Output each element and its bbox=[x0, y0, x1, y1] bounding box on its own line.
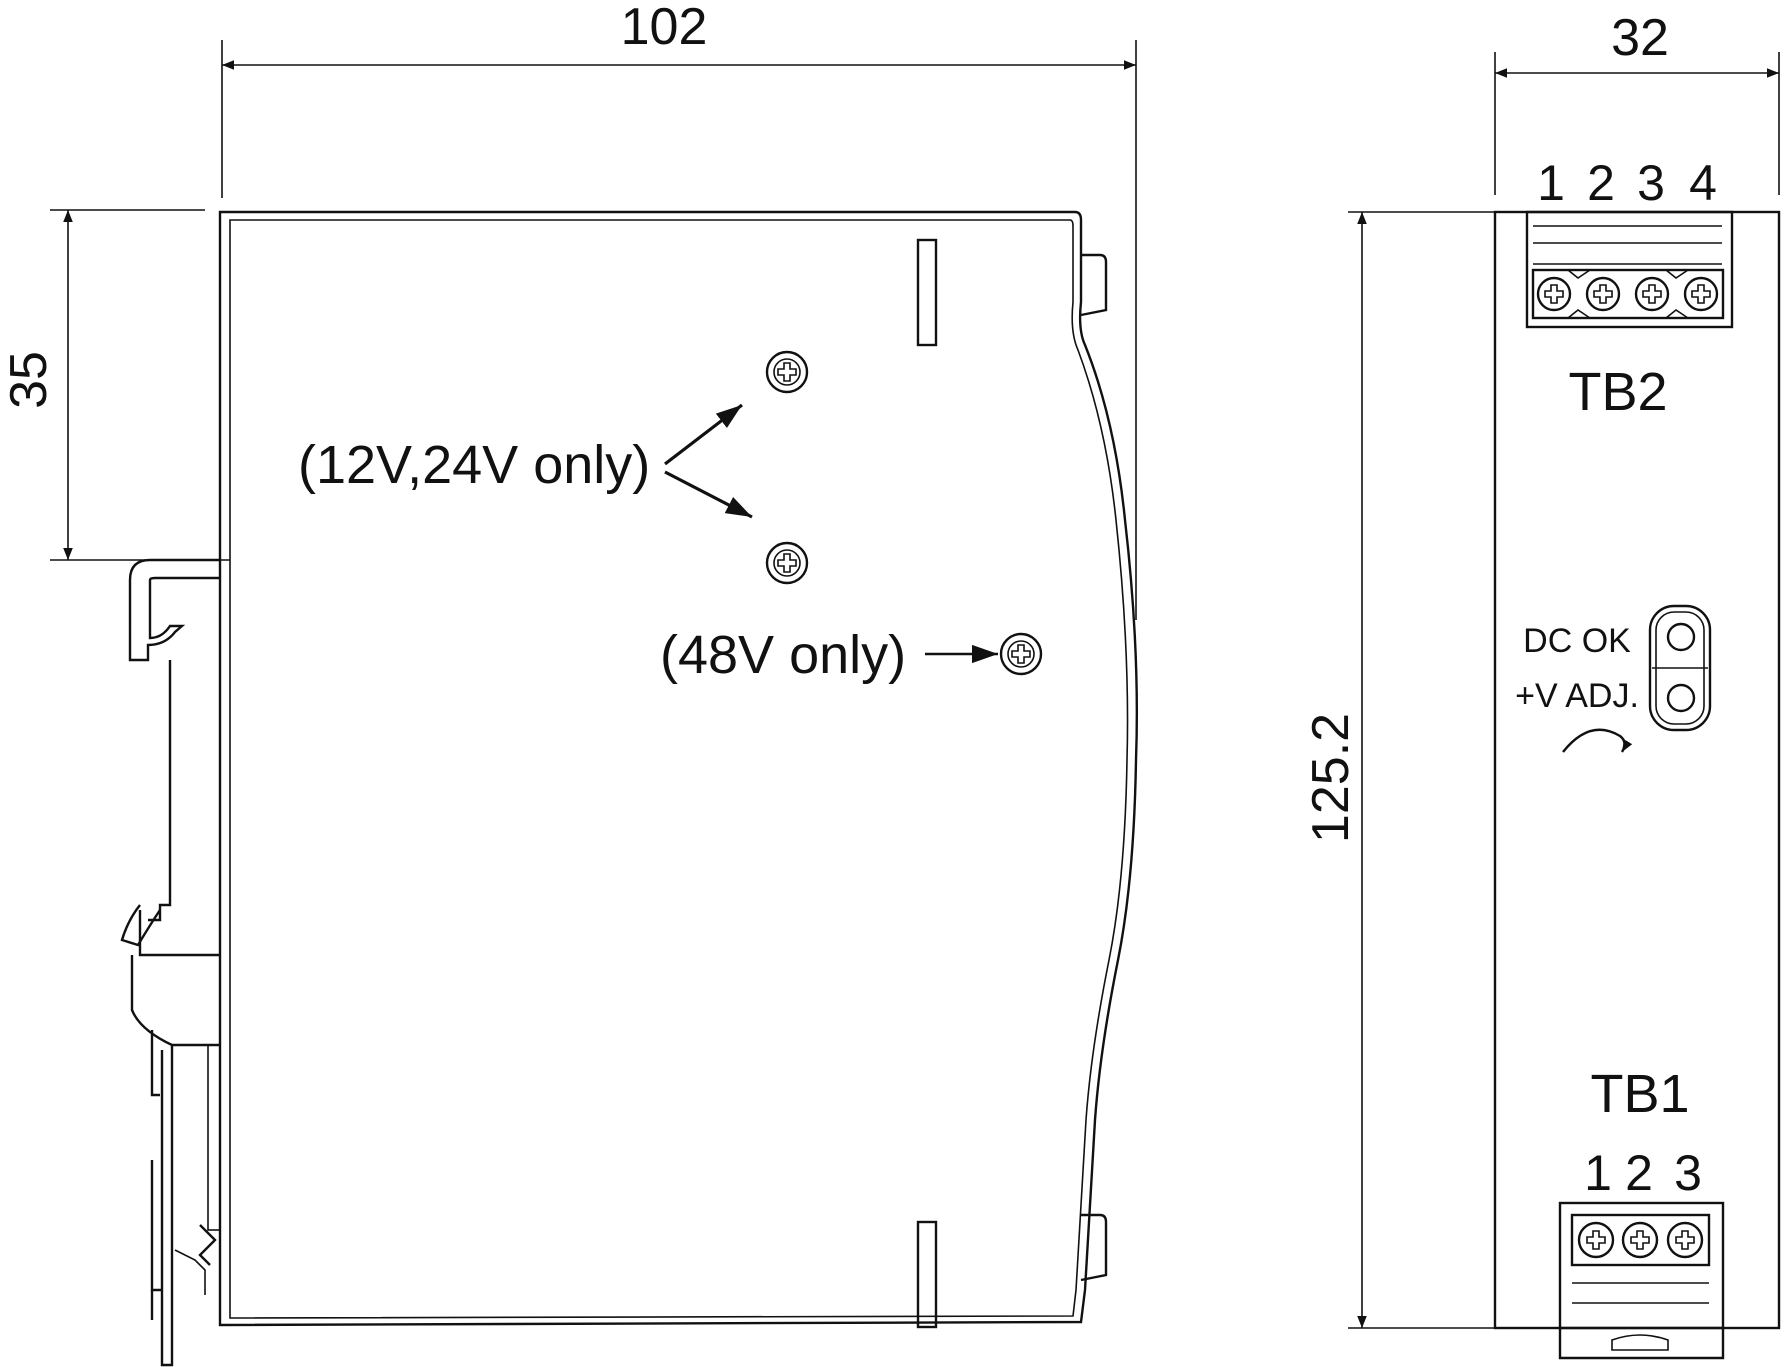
dc-ok-led-icon bbox=[1666, 622, 1696, 652]
dim-width-front: 32 bbox=[1494, 9, 1780, 195]
tb2-pin-4: 4 bbox=[1689, 155, 1717, 211]
tb1-pin-3: 3 bbox=[1674, 1145, 1702, 1201]
vent-rib-top bbox=[916, 238, 938, 347]
screw-middle bbox=[765, 541, 809, 585]
arrow-to-middle-screw bbox=[664, 470, 753, 519]
tb2-label: TB2 bbox=[1568, 362, 1667, 422]
terminal-block-tb1 bbox=[1558, 1201, 1725, 1360]
dim-height-side-label: 35 bbox=[0, 351, 58, 409]
rotate-clockwise-icon bbox=[1562, 728, 1633, 753]
front-view: 32 125.2 1 2 3 4 TB2 bbox=[1302, 9, 1781, 1360]
arrow-to-upper-screw bbox=[664, 403, 743, 466]
dim-height-side: 35 bbox=[0, 209, 230, 561]
led-and-pot-panel bbox=[1648, 604, 1712, 732]
terminal-block-tb2 bbox=[1525, 210, 1734, 329]
v-adj-pot-icon bbox=[1666, 683, 1696, 713]
dim-width-side-label: 102 bbox=[621, 0, 708, 56]
tb1-label: TB1 bbox=[1590, 1064, 1689, 1124]
note-12v-24v: (12V,24V only) bbox=[298, 435, 650, 495]
din-rail-clip bbox=[120, 558, 221, 1367]
dim-height-front-label: 125.2 bbox=[1302, 713, 1360, 843]
side-view: 102 35 bbox=[0, 0, 1139, 1367]
screw-48v bbox=[999, 632, 1043, 676]
dim-width-side: 102 bbox=[221, 0, 1137, 620]
vent-rib-bottom bbox=[916, 1220, 938, 1329]
housing-side bbox=[218, 210, 1139, 1329]
tb1-pin-1: 1 bbox=[1584, 1145, 1612, 1201]
tb2-pin-1: 1 bbox=[1537, 155, 1565, 211]
tb2-pin-2: 2 bbox=[1587, 155, 1615, 211]
dim-height-front: 125.2 bbox=[1302, 211, 1495, 1329]
screw-upper bbox=[765, 350, 809, 394]
dc-ok-label: DC OK bbox=[1523, 622, 1631, 660]
dim-width-front-label: 32 bbox=[1611, 9, 1669, 67]
tb1-pin-2: 2 bbox=[1625, 1145, 1653, 1201]
note-48v: (48V only) bbox=[660, 625, 906, 685]
tb2-pin-3: 3 bbox=[1637, 155, 1665, 211]
v-adj-label: +V ADJ. bbox=[1515, 677, 1639, 715]
